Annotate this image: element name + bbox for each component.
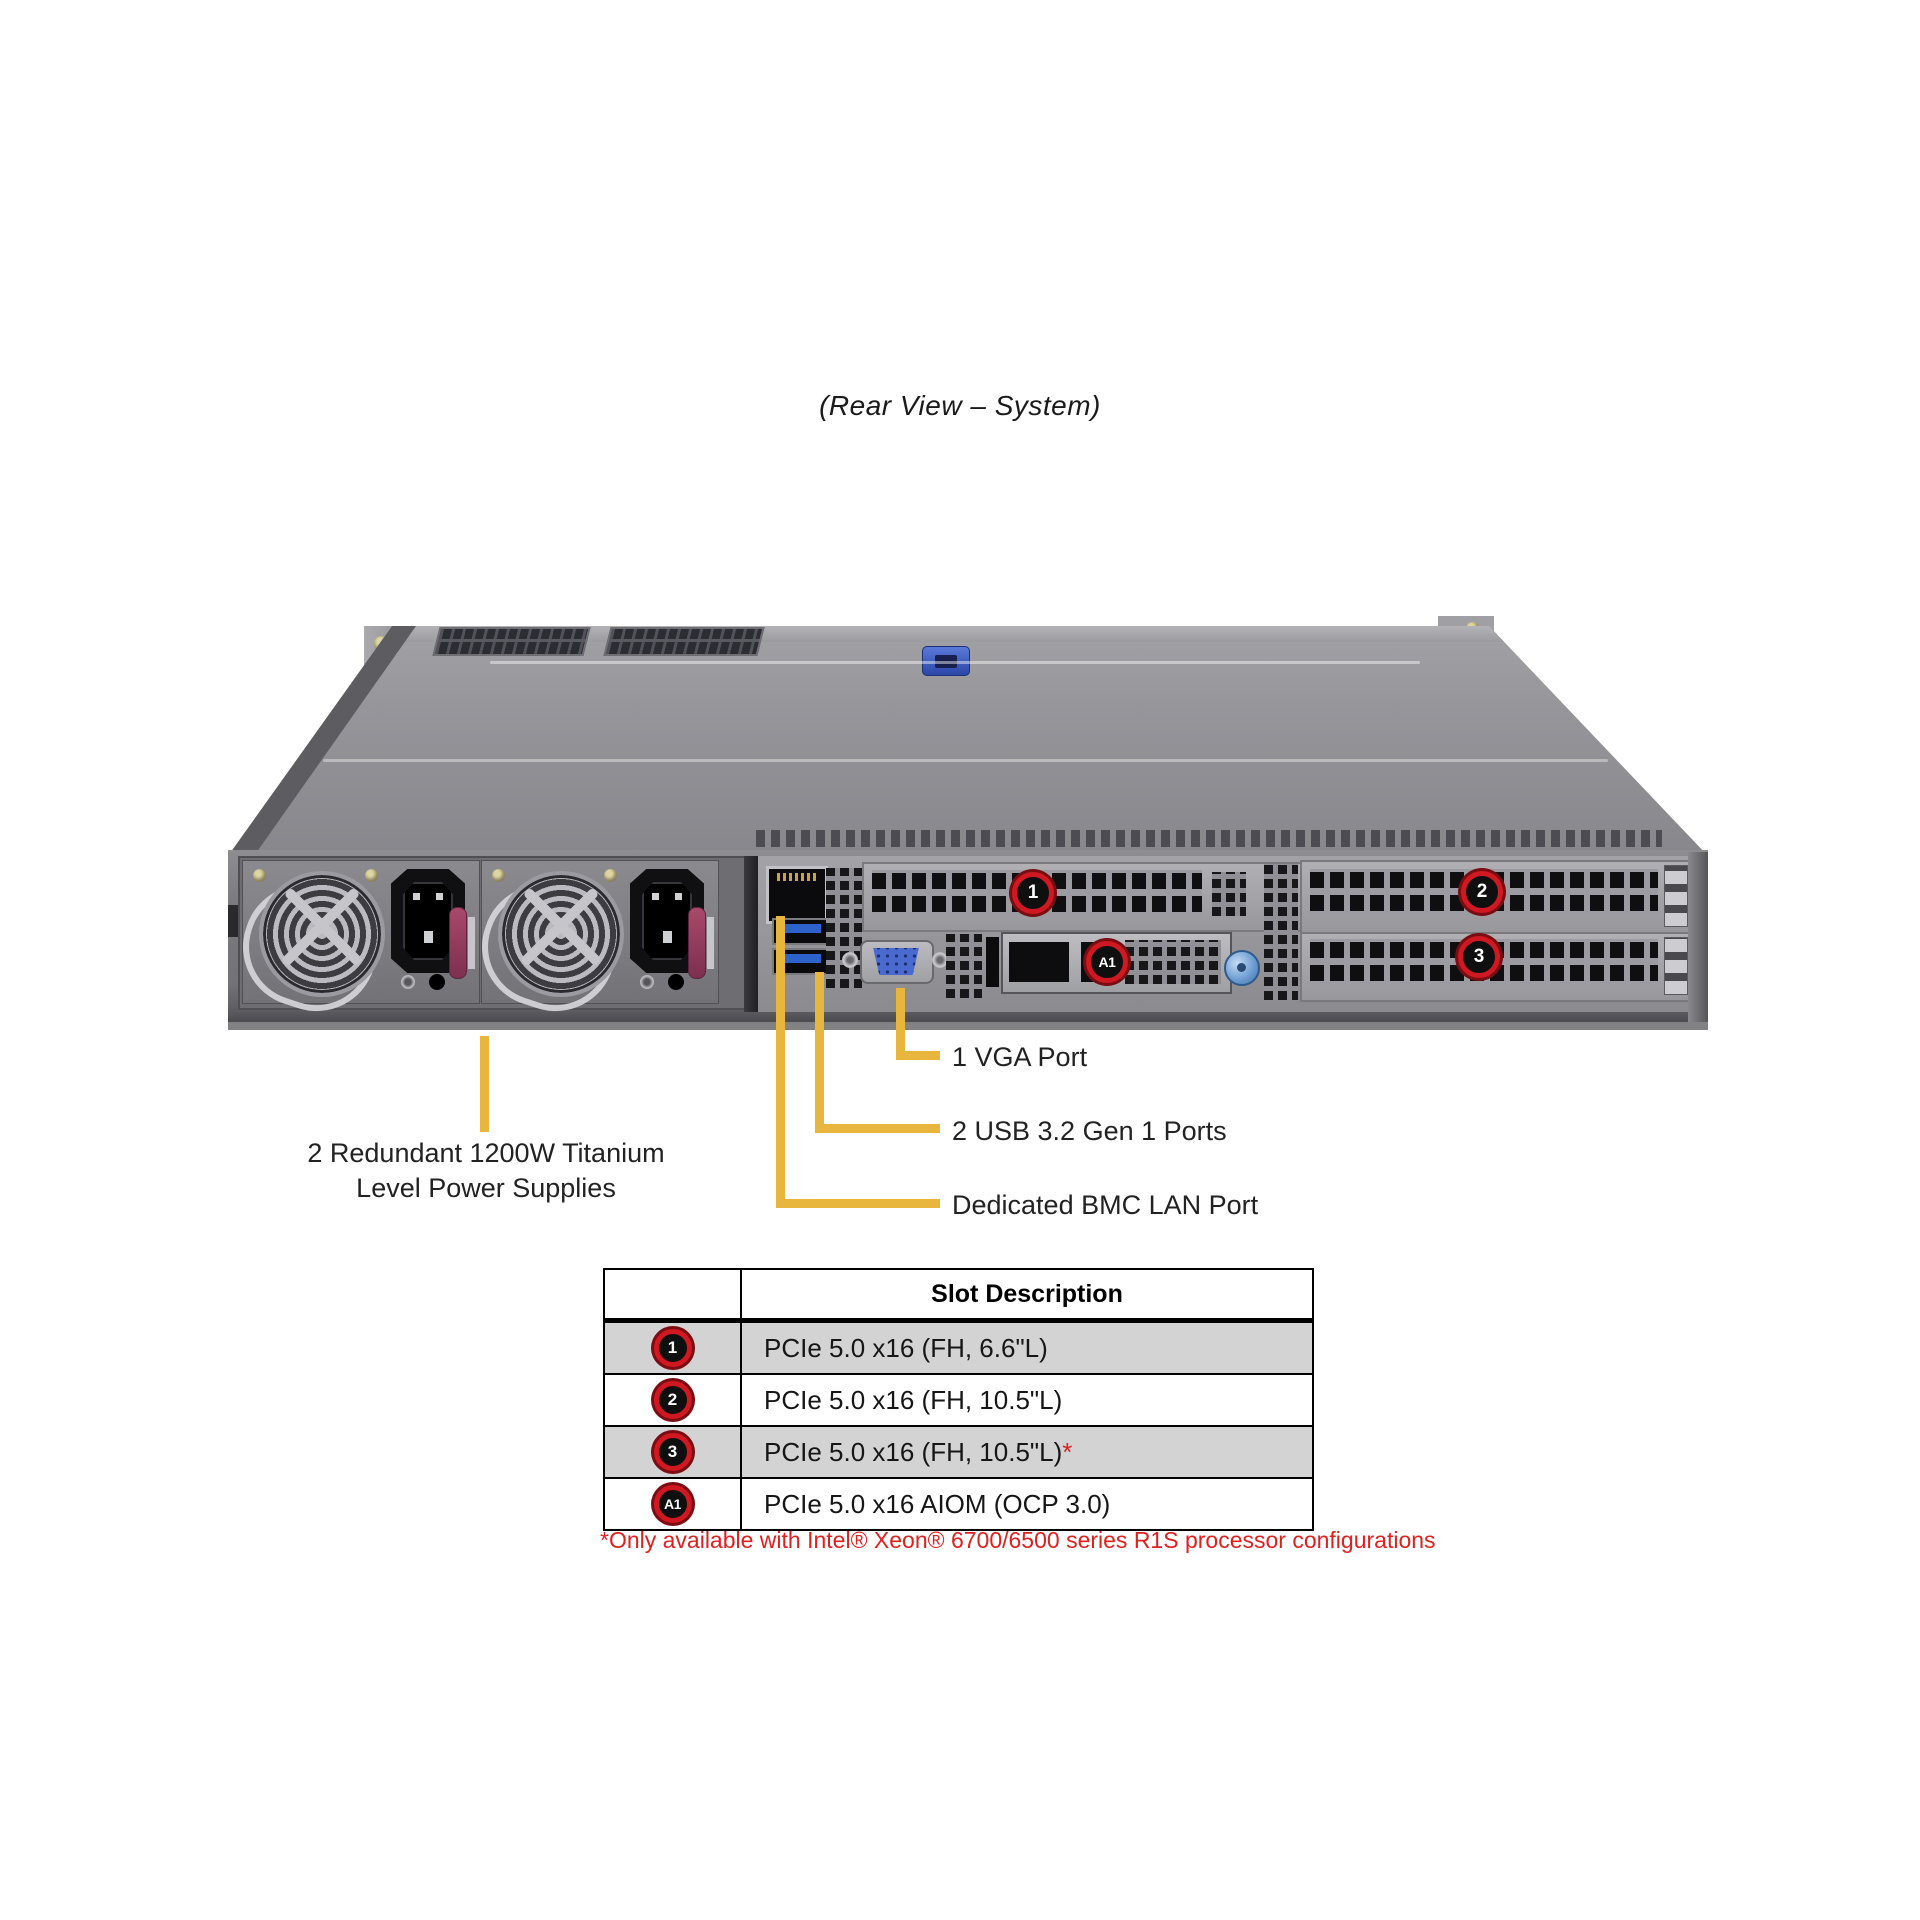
cover-release-latch xyxy=(922,646,970,676)
row-badge: A1 xyxy=(653,1485,692,1523)
vga-callout-label: 1 VGA Port xyxy=(952,1042,1088,1072)
cover-highlight-line xyxy=(323,759,1608,762)
slot-description: PCIe 5.0 x16 (FH, 10.5"L) xyxy=(764,1384,1063,1415)
psu-led-hole xyxy=(429,974,445,990)
chassis-bottom-edge xyxy=(228,1022,1708,1030)
slot-description: PCIe 5.0 x16 (FH, 6.6"L) xyxy=(764,1332,1048,1363)
row-badge: 3 xyxy=(653,1433,692,1471)
top-vent-grille xyxy=(432,627,591,656)
psu-screw xyxy=(604,869,617,882)
psu-screw xyxy=(253,869,266,882)
psu-screw xyxy=(401,975,415,989)
slot-note: * xyxy=(1062,1436,1073,1467)
vga-port xyxy=(860,940,934,984)
psu-screw xyxy=(365,869,378,882)
psu-screw xyxy=(492,869,505,882)
panel-divider xyxy=(744,856,758,1012)
power-supply-1 xyxy=(227,844,480,1027)
chassis-left-shade xyxy=(228,626,416,856)
left-side-latch xyxy=(228,905,240,937)
row-badge: 2 xyxy=(653,1381,692,1419)
chassis-right-edge xyxy=(1688,852,1708,1022)
usb-callout-line xyxy=(815,972,824,1133)
psu-release-lever xyxy=(688,907,706,979)
chassis-top-cover xyxy=(228,626,1708,856)
psu-callout-label: 2 Redundant 1200W Titanium Level Power S… xyxy=(230,1136,742,1206)
vent-holes xyxy=(1212,872,1246,916)
psu-release-lever xyxy=(449,907,467,979)
psu-callout-line1: 2 Redundant 1200W Titanium xyxy=(307,1138,665,1168)
table-row: 3 PCIe 5.0 x16 (FH, 10.5"L)* xyxy=(605,1427,1312,1479)
vent-holes xyxy=(826,868,862,988)
blue-thumbscrew xyxy=(1224,950,1260,986)
slot-2-badge: 2 xyxy=(1461,871,1503,913)
aiom-a1-badge: A1 xyxy=(1086,941,1128,983)
vga-screw xyxy=(842,952,858,968)
bmc-callout-label: Dedicated BMC LAN Port xyxy=(952,1190,1259,1220)
psu-callout-line2: Level Power Supplies xyxy=(356,1173,616,1203)
vga-screw xyxy=(932,952,948,968)
slot-1-badge: 1 xyxy=(1012,872,1054,914)
psu-led-hole xyxy=(668,974,684,990)
slot-description: PCIe 5.0 x16 (FH, 10.5"L) xyxy=(764,1436,1063,1467)
psu-callout-line xyxy=(480,1036,489,1132)
usb-callout-line xyxy=(815,1124,940,1133)
bmc-callout-line xyxy=(776,1199,940,1208)
usb-callout-label: 2 USB 3.2 Gen 1 Ports xyxy=(952,1116,1227,1146)
bracket-latches xyxy=(1664,865,1688,927)
vent-holes xyxy=(946,934,982,998)
table-header-label: Slot Description xyxy=(931,1279,1123,1308)
vga-callout-line xyxy=(896,1051,940,1060)
slot-3-badge: 3 xyxy=(1458,936,1500,978)
vga-callout-line xyxy=(896,988,905,1060)
bracket-latches xyxy=(1664,937,1688,995)
ac-inlet xyxy=(630,869,704,973)
rear-top-vent-row xyxy=(756,830,1662,847)
table-row: 1 PCIe 5.0 x16 (FH, 6.6"L) xyxy=(605,1323,1312,1375)
slot-description: PCIe 5.0 x16 AIOM (OCP 3.0) xyxy=(764,1488,1111,1519)
ocp-perforation xyxy=(1125,940,1221,984)
psu-screw xyxy=(640,975,654,989)
ocp-port xyxy=(1009,942,1069,982)
ocp-pull-tab xyxy=(986,937,999,987)
psu-latch xyxy=(468,917,475,969)
page-title: (Rear View – System) xyxy=(819,390,1101,421)
bmc-callout-line xyxy=(776,916,785,1208)
table-footnote: *Only available with Intel® Xeon® 6700/6… xyxy=(600,1527,1436,1553)
power-supply-2 xyxy=(466,844,719,1027)
table-row: 2 PCIe 5.0 x16 (FH, 10.5"L) xyxy=(605,1375,1312,1427)
slot-description-table: Slot Description 1 PCIe 5.0 x16 (FH, 6.6… xyxy=(603,1268,1314,1531)
table-header-row: Slot Description xyxy=(605,1270,1312,1323)
vent-holes xyxy=(1264,864,1298,1000)
table-header-badge-cell xyxy=(605,1270,742,1318)
row-badge: 1 xyxy=(653,1329,692,1367)
vga-connector-face xyxy=(873,948,919,975)
psu-latch xyxy=(707,917,714,969)
table-row: A1 PCIe 5.0 x16 AIOM (OCP 3.0) xyxy=(605,1479,1312,1529)
cover-highlight-line xyxy=(490,661,1420,664)
top-vent-grille xyxy=(603,627,765,656)
